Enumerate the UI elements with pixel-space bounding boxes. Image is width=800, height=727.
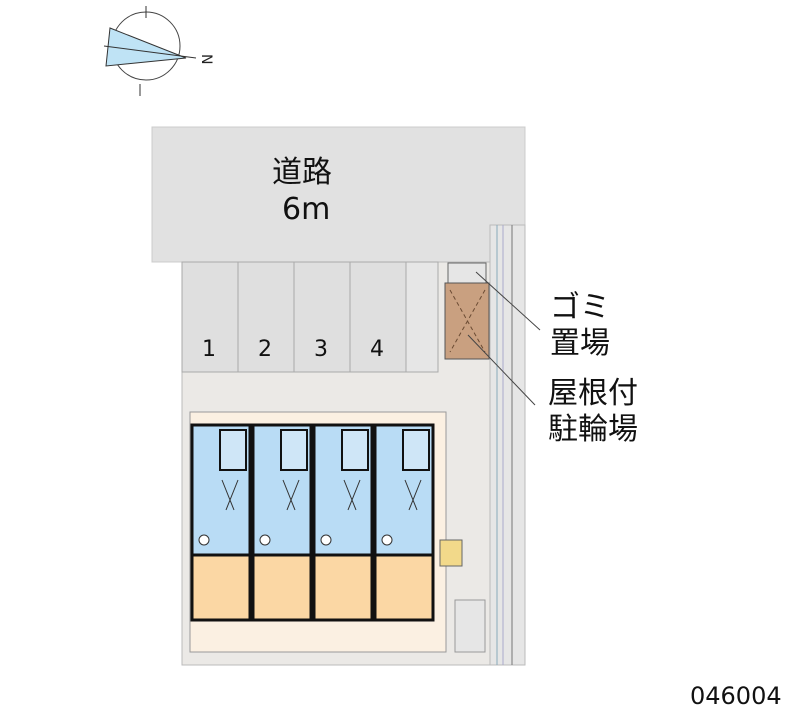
unit-bath [341,429,369,471]
north-label: N [198,54,214,64]
unit-toilet [259,534,271,546]
parking-spaces [181,261,439,373]
unit-room [312,553,374,622]
unit-room [373,553,435,622]
unit-toilet [198,534,210,546]
units [190,423,435,622]
unit-bath [219,429,247,471]
road-name: 道路 [272,155,332,190]
garbage-label-2: 置場 [550,326,610,361]
unit-bath [280,429,308,471]
unit-room [251,553,313,622]
unit-toilet [381,534,393,546]
unit-stairs [343,479,361,511]
side-strip [489,224,526,666]
road-width: 6m [282,192,331,227]
parking-space-label: 3 [314,337,328,362]
unit-stairs [404,479,422,511]
parking-space-label: 1 [202,337,216,362]
unit-stairs [221,479,239,511]
unit-room [190,553,252,622]
bike-label-2: 駐輪場 [548,412,638,447]
garbage-area [447,262,487,284]
garbage-label-1: ゴミ [550,290,610,325]
unit-stairs [282,479,300,511]
bike-label-1: 屋根付 [548,376,638,411]
unit-bath [402,429,430,471]
compass-icon: N [103,6,214,96]
meter-box [439,539,463,567]
unit-toilet [320,534,332,546]
parking-space-label: 2 [258,337,272,362]
road [151,126,526,263]
property-id: 046004 [690,682,782,710]
parking-space-label: 4 [370,337,384,362]
